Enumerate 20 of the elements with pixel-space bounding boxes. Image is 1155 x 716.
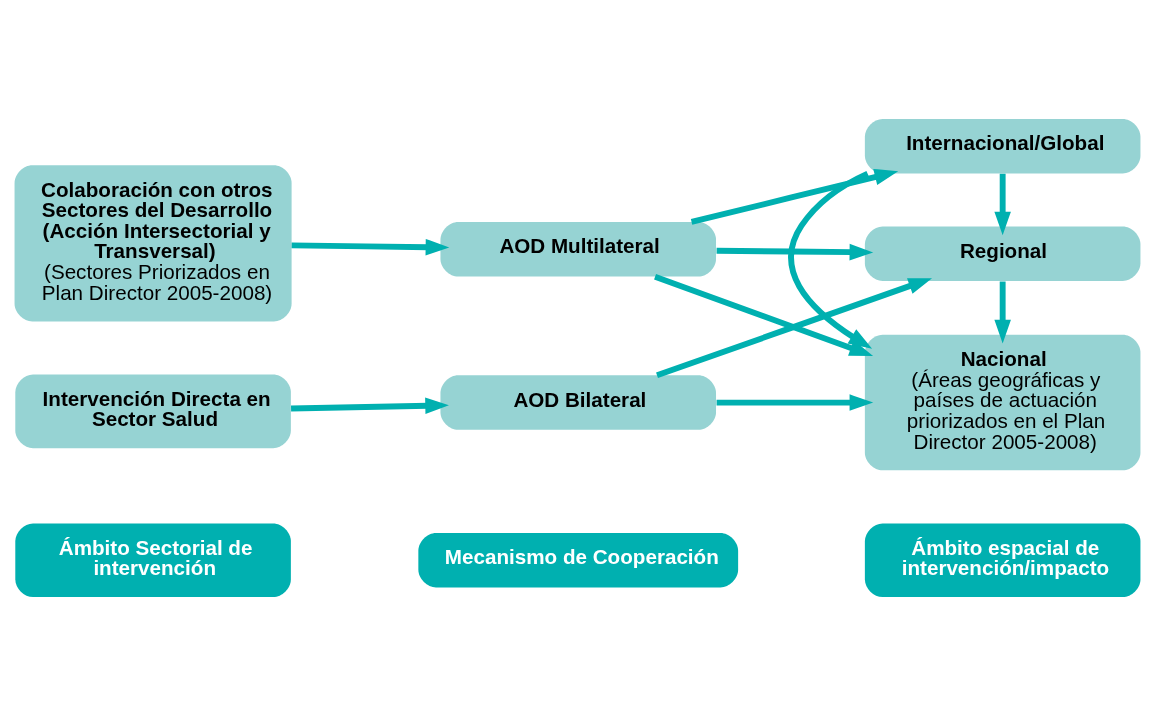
arrow bbox=[788, 170, 873, 349]
node-box: AOD Bilateral bbox=[440, 375, 717, 430]
arrow bbox=[994, 281, 1011, 344]
node-box: AOD Multilateral bbox=[440, 222, 717, 277]
arrow bbox=[291, 238, 450, 256]
node-box: Nacional (Áreas geográficas y países de actuación priorizados en el Plan Director 2005-2008) bbox=[864, 334, 1141, 471]
arrow bbox=[994, 173, 1011, 236]
node-box: Ámbito espacial de intervención/impacto bbox=[864, 523, 1141, 598]
node-box: Regional bbox=[864, 226, 1141, 281]
arrow bbox=[291, 397, 449, 414]
node-box: Internacional/Global bbox=[864, 118, 1141, 174]
arrow bbox=[656, 278, 933, 379]
arrow bbox=[690, 168, 899, 225]
arrow bbox=[654, 273, 874, 356]
node-box: Intervención Directa en Sector Salud bbox=[15, 374, 291, 449]
node-box: Mecanismo de Cooperación bbox=[418, 533, 739, 588]
node-box: Ámbito Sectorial de intervención bbox=[15, 523, 291, 598]
arrow bbox=[716, 243, 874, 261]
arrow bbox=[716, 394, 874, 411]
node-box: Colaboración con otros Sectores del Desarrollo (Acción Intersectorial y Transversal) (Sectores Priorizados en Plan Director 2005-2008) bbox=[14, 165, 292, 322]
